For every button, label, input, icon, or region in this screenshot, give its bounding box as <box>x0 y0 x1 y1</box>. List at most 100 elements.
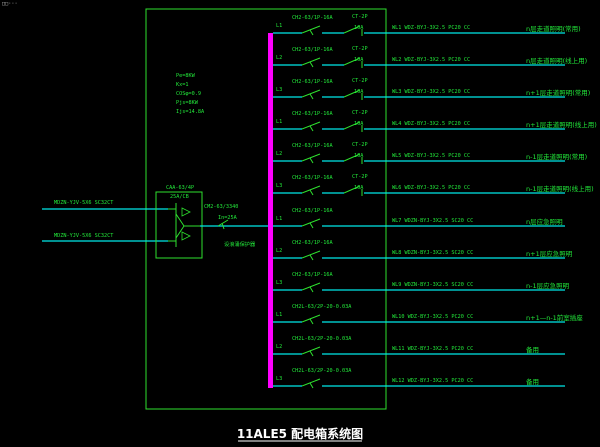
branch-cable: WL7 WDZN-BYJ-3X2.5 SC20 CC <box>392 218 473 224</box>
branch-phase: L3 <box>276 376 282 382</box>
main-breaker-setting: In=25A <box>218 215 238 221</box>
param-pe: Pe=8KW <box>176 73 196 79</box>
breaker-symbol <box>301 57 321 68</box>
contactor-symbol <box>343 185 363 196</box>
branch-cable: WL4 WDZ-BYJ-3X2.5 PC20 CC <box>392 121 470 127</box>
branch-row: L1 CH2-63/1P-16A WL7 WDZN-BYJ-3X2.5 SC20 C… <box>273 208 565 229</box>
ats-model: CAA-63/4P <box>166 185 194 191</box>
breaker-model: CH2-63/1P-16A <box>292 240 333 246</box>
branch-load: 备用 <box>526 377 539 386</box>
breaker-model: CH2-63/1P-16A <box>292 79 333 85</box>
main-breaker: CM2-63/3340 In=25A 设浪涌保护器 <box>200 204 270 248</box>
breaker-symbol <box>301 185 321 196</box>
contactor-symbol <box>343 25 363 36</box>
branch-cable: WL11 WDZ-BYJ-3X2.5 PC20 CC <box>392 346 473 352</box>
branch-phase: L1 <box>276 23 282 29</box>
branch-row: L1 CH2-63/1P-16A CT-2P 16A WL4 WDZ-BYJ-3X2.5… <box>273 110 597 132</box>
branch-phase: L2 <box>276 248 282 254</box>
breaker-symbol <box>301 121 321 132</box>
branch-cable: WL3 WDZ-BYJ-3X2.5 PC20 CC <box>392 89 470 95</box>
main-breaker-note: 设浪涌保护器 <box>224 240 256 248</box>
branch-row: L2 CH2L-63/2P-20-0.03A WL11 WDZ-BYJ-3X2.5 … <box>273 336 565 357</box>
branch-phase: L3 <box>276 280 282 286</box>
breaker-symbol <box>301 250 321 261</box>
branch-load: n+1层走道照明(线上用) <box>526 120 597 129</box>
branch-load: n+1层走道照明(常用) <box>526 88 590 97</box>
branch-load: n+1层应急照明 <box>526 249 573 258</box>
branch-phase: L2 <box>276 55 282 61</box>
contactor-model: CT-2P <box>352 142 368 148</box>
breaker-model: CH2-63/1P-16A <box>292 208 333 214</box>
incoming-cable-1: MDZN-YJV-5X6 SC32CT <box>54 200 113 206</box>
breaker-model: CH2-63/1P-16A <box>292 47 333 53</box>
breaker-model: CH2-63/1P-16A <box>292 175 333 181</box>
contactor-rating: 16A <box>354 153 364 159</box>
busbar <box>268 33 273 388</box>
branch-row: L3 CH2-63/1P-16A CT-2P 16A WL6 WDZ-BYJ-3X2.5… <box>273 174 594 196</box>
contactor-rating: 16A <box>354 185 364 191</box>
branch-load: 备用 <box>526 345 539 354</box>
branch-row: L3 CH2-63/1P-16A WL9 WDZN-BYJ-3X2.5 SC20 C… <box>273 272 570 293</box>
branch-phase: L1 <box>276 312 282 318</box>
main-breaker-symbol <box>217 219 229 230</box>
breaker-model: CH2-63/1P-16A <box>292 272 333 278</box>
contactor-symbol <box>343 89 363 100</box>
contactor-rating: 16A <box>354 57 364 63</box>
breaker-symbol <box>301 314 321 325</box>
branch-load: n-1层走道照明(常用) <box>526 152 587 161</box>
incoming-feeders: MDZN-YJV-5X6 SC32CT MDZN-YJV-5X6 SC32CT <box>42 200 168 242</box>
breaker-model: CH2L-63/2P-20-0.03A <box>292 336 352 342</box>
breaker-symbol <box>301 346 321 357</box>
branch-phase: L3 <box>276 87 282 93</box>
param-kx: Kx=1 <box>176 82 189 88</box>
branch-load: n层走道照明(线上用) <box>526 56 587 65</box>
branch-cable: WL8 WDZN-BYJ-3X2.5 SC20 CC <box>392 250 473 256</box>
ats-symbol <box>168 203 200 247</box>
param-cos: COSφ=0.9 <box>176 91 201 97</box>
branch-phase: L3 <box>276 183 282 189</box>
branch-load: n-1层应急照明 <box>526 281 570 290</box>
branch-load: n+1—n-1前室插座 <box>526 313 583 322</box>
breaker-model: CH2-63/1P-16A <box>292 15 333 21</box>
contactor-symbol <box>343 121 363 132</box>
breaker-model: CH2-63/1P-16A <box>292 111 333 117</box>
contactor-rating: 16A <box>354 121 364 127</box>
branch-phase: L1 <box>276 119 282 125</box>
branch-cable: WL6 WDZ-BYJ-3X2.5 PC20 CC <box>392 185 470 191</box>
branch-cable: WL12 WDZ-BYJ-3X2.5 PC20 CC <box>392 378 473 384</box>
branch-row: L3 CH2L-63/2P-20-0.03A WL12 WDZ-BYJ-3X2.5 … <box>273 368 565 389</box>
branch-row: L2 CH2-63/1P-16A WL8 WDZN-BYJ-3X2.5 SC20 C… <box>273 240 573 261</box>
param-pjs: Pjs=8KW <box>176 100 199 106</box>
contactor-rating: 16A <box>354 25 364 31</box>
header-text: □□··· <box>2 1 18 7</box>
branch-load: n-1层走道照明(线上用) <box>526 184 594 193</box>
load-params: Pe=8KW Kx=1 COSφ=0.9 Pjs=8KW Ijs=14.8A <box>176 73 205 115</box>
ats-rating: 25A/CB <box>170 194 189 200</box>
contactor-symbol <box>343 57 363 68</box>
branch-load: n层应急照明 <box>526 217 563 226</box>
breaker-symbol <box>301 25 321 36</box>
main-breaker-model: CM2-63/3340 <box>204 204 238 210</box>
breaker-model: CH2L-63/2P-20-0.03A <box>292 368 352 374</box>
breaker-symbol <box>301 282 321 293</box>
branch-phase: L1 <box>276 216 282 222</box>
branch-cable: WL9 WDZN-BYJ-3X2.5 SC20 CC <box>392 282 473 288</box>
branch-load: n层走道照明(常用) <box>526 24 581 33</box>
param-ijs: Ijs=14.8A <box>176 109 205 115</box>
contactor-model: CT-2P <box>352 110 368 116</box>
ats-arrow-icon <box>181 207 191 241</box>
ats-box <box>155 191 203 259</box>
transfer-switch: CAA-63/4P 25A/CB <box>155 185 203 259</box>
branch-phase: L2 <box>276 344 282 350</box>
branch-cable: WL2 WDZ-BYJ-3X2.5 PC20 CC <box>392 57 470 63</box>
breaker-symbol <box>301 153 321 164</box>
contactor-model: CT-2P <box>352 174 368 180</box>
breaker-symbol <box>301 378 321 389</box>
